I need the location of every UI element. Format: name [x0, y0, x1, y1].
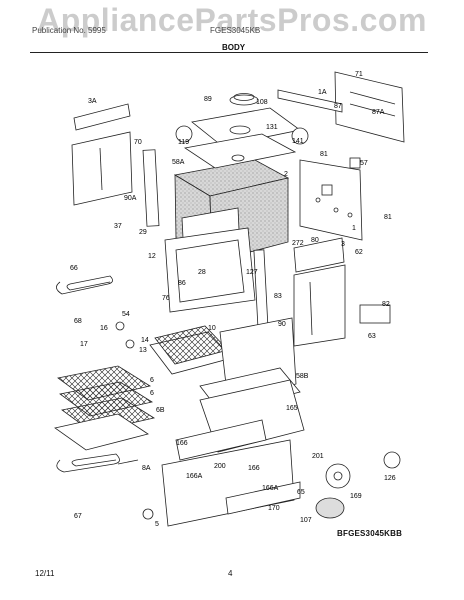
callout: 58B [296, 373, 309, 380]
callout: 66 [70, 265, 78, 272]
callout: 63 [368, 333, 376, 340]
callout: 3A [88, 98, 97, 105]
callout: 80 [311, 237, 319, 244]
callout: 54 [122, 311, 130, 318]
callout: 3 [341, 241, 345, 248]
callout: 81 [384, 214, 392, 221]
callout: 13 [139, 347, 147, 354]
callout: 17 [80, 341, 88, 348]
callout: 6 [150, 377, 154, 384]
callout: 166 [176, 440, 188, 447]
callout: 62 [355, 249, 363, 256]
callout: 119 [178, 139, 189, 146]
callout: 81 [320, 151, 328, 158]
broil-element [56, 275, 113, 295]
callout: 141 [292, 138, 304, 145]
top-element-assembly [183, 93, 301, 169]
callout: 83 [274, 293, 282, 300]
callout: 57 [360, 160, 368, 167]
callout: 126 [384, 475, 396, 482]
header-rule [30, 52, 428, 53]
convection-fan [315, 451, 401, 519]
callout: 166A [262, 485, 279, 492]
callout: 89 [204, 96, 212, 103]
callout: 68 [74, 318, 82, 325]
bake-element [56, 453, 139, 473]
callout: 10 [208, 325, 216, 332]
callout: 131 [266, 124, 278, 131]
section-title: BODY [222, 43, 246, 52]
callout: 166A [186, 473, 203, 480]
callout: 37 [114, 223, 122, 230]
callout: 169 [350, 493, 362, 500]
callout: 67 [74, 513, 82, 520]
callout: 6 [150, 390, 154, 397]
callout-labels: 3A 89 108 1A 71 87 87A 70 119 131 141 2 … [70, 71, 396, 528]
callout: 70 [134, 139, 142, 146]
callout: 90A [124, 195, 137, 202]
callout: 200 [214, 463, 226, 470]
model-number: FGES3045KB [210, 26, 261, 35]
right-side-panel [293, 237, 346, 347]
callout: 108 [256, 99, 268, 106]
callout: 1 [352, 225, 356, 232]
front-frame [164, 227, 269, 331]
page-number: 4 [228, 569, 233, 578]
callout: 201 [312, 453, 324, 460]
callout: 58A [172, 159, 185, 166]
callout: 6B [156, 407, 165, 414]
callout: 127 [246, 269, 258, 276]
callout: 65 [297, 489, 305, 496]
callout: 82 [382, 301, 390, 308]
callout: 71 [355, 71, 363, 78]
callout: 29 [139, 229, 147, 236]
callout: 166 [248, 465, 260, 472]
callout: 76 [162, 295, 170, 302]
callout: 165 [286, 405, 298, 412]
watermark: AppliancePartsPros.com [37, 2, 427, 38]
oven-racks [54, 365, 156, 451]
callout: 170 [268, 505, 280, 512]
callout: 8A [142, 465, 151, 472]
callout: 28 [198, 269, 206, 276]
callout: 90 [278, 321, 286, 328]
rear-panel-assembly [277, 71, 405, 241]
callout: 5 [155, 521, 159, 528]
callout: 14 [141, 337, 149, 344]
callout: 12 [148, 253, 156, 260]
broiler-pan [149, 325, 233, 375]
left-side-panel [71, 103, 160, 227]
misc-components [115, 125, 391, 520]
callout: 87A [372, 109, 385, 116]
publication-number: Publication No. 5995 [32, 26, 106, 35]
callout: 16 [100, 325, 108, 332]
callout: 1A [318, 89, 327, 96]
callout: 86 [178, 280, 186, 287]
callout: 2 [284, 171, 288, 178]
callout: 87 [334, 103, 342, 110]
diagram-model-code: BFGES3045KBB [337, 529, 403, 538]
callout: 272 [292, 240, 304, 247]
callout: 107 [300, 517, 312, 524]
storage-drawer [161, 419, 301, 527]
footer-date: 12/11 [35, 569, 55, 578]
